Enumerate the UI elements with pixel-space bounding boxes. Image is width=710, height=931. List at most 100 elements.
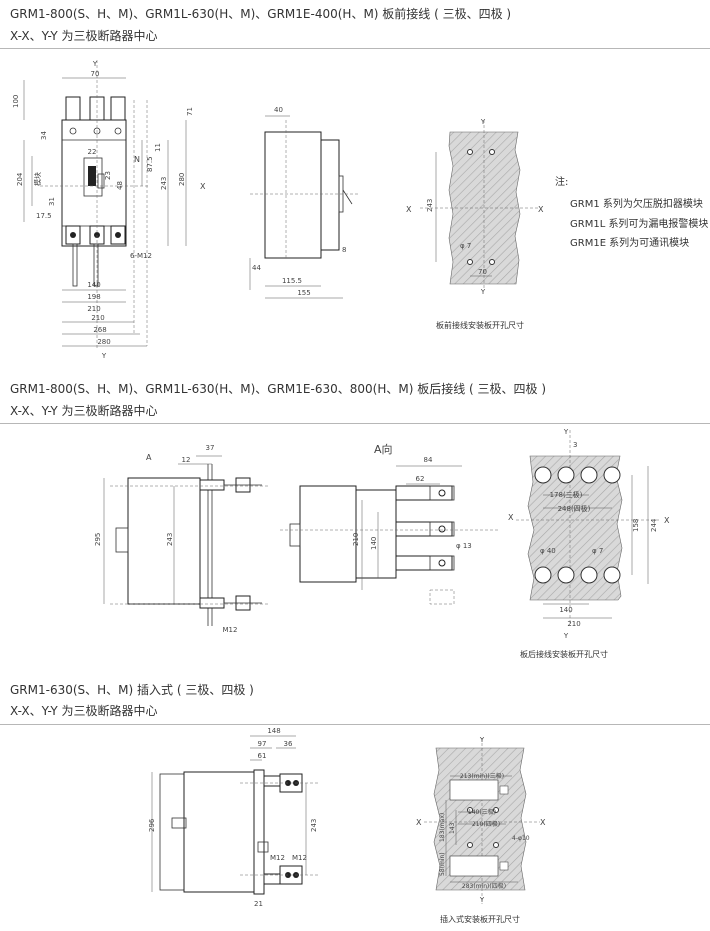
svg-text:178(三极): 178(三极) [550, 490, 583, 499]
s1-front-dims: Y 70 100 71 34 22 11 N 204 模块 23 48 87.5… [12, 60, 206, 360]
svg-text:148: 148 [267, 727, 280, 735]
section1-title: GRM1-800(S、H、M)、GRM1L-630(H、M)、GRM1E-400… [10, 7, 512, 21]
svg-text:N: N [134, 155, 140, 164]
svg-text:21: 21 [254, 900, 263, 908]
svg-text:143: 143 [449, 822, 456, 834]
svg-text:Y: Y [563, 632, 569, 640]
svg-text:板后接线安装板开孔尺寸: 板后接线安装板开孔尺寸 [520, 649, 608, 659]
svg-text:17.5: 17.5 [36, 212, 52, 220]
svg-text:70: 70 [478, 268, 487, 276]
svg-text:243: 243 [160, 177, 168, 190]
svg-text:Y: Y [480, 118, 486, 126]
section2-subtitle: X-X、Y-Y 为三极断路器中心 [10, 404, 158, 418]
svg-text:A: A [146, 453, 152, 462]
svg-text:GRM1L 系列可为漏电报警模块: GRM1L 系列可为漏电报警模块 [570, 217, 708, 230]
svg-text:模块: 模块 [33, 172, 42, 186]
svg-text:11: 11 [154, 143, 162, 152]
svg-text:φ 13: φ 13 [456, 542, 472, 550]
svg-text:40: 40 [274, 106, 283, 114]
svg-text:210: 210 [91, 314, 104, 322]
svg-text:X: X [664, 516, 670, 525]
svg-text:87.5: 87.5 [146, 156, 154, 172]
svg-text:204: 204 [16, 172, 24, 186]
svg-text:71: 71 [186, 107, 194, 116]
svg-text:61: 61 [258, 752, 267, 760]
section2-title: GRM1-800(S、H、M)、GRM1L-630(H、M)、GRM1E-630… [10, 382, 546, 396]
svg-text:34: 34 [40, 131, 48, 140]
svg-text:X: X [416, 818, 422, 827]
notes-block: 注: GRM1 系列为欠压脱扣器模块 GRM1L 系列可为漏电报警模块 GRM1… [555, 175, 708, 249]
svg-text:70: 70 [91, 70, 100, 78]
svg-text:296: 296 [148, 818, 156, 832]
svg-text:GRM1 系列为欠压脱扣器模块: GRM1 系列为欠压脱扣器模块 [570, 197, 703, 210]
svg-text:M12: M12 [270, 854, 285, 862]
svg-text:268: 268 [93, 326, 106, 334]
svg-text:φ 7: φ 7 [592, 547, 603, 555]
svg-text:243: 243 [310, 819, 318, 832]
svg-text:插入式安装板开孔尺寸: 插入式安装板开孔尺寸 [440, 914, 520, 924]
svg-text:280: 280 [97, 338, 110, 346]
svg-text:M12: M12 [292, 854, 307, 862]
svg-text:210: 210 [352, 533, 360, 546]
svg-text:Y: Y [479, 736, 485, 744]
svg-text:31: 31 [48, 197, 56, 206]
svg-text:23: 23 [104, 171, 112, 180]
s2-side-view: A 37 12 295 243 M12 [94, 444, 270, 634]
s1-side-view: 40 44 8 115.5 155 [249, 106, 360, 299]
svg-text:36: 36 [284, 740, 293, 748]
svg-text:155: 155 [297, 289, 310, 297]
svg-text:37: 37 [206, 444, 215, 452]
svg-text:X: X [508, 513, 514, 522]
svg-text:22: 22 [88, 148, 97, 156]
svg-text:210(四极): 210(四极) [472, 820, 500, 828]
s2-cutout: Y 3 178(三极) 248(四极) X X φ 40 φ 7 158 244… [508, 428, 670, 659]
svg-text:295: 295 [94, 533, 102, 546]
svg-text:X: X [406, 205, 412, 214]
section3-subtitle: X-X、Y-Y 为三极断路器中心 [10, 704, 158, 718]
svg-text:97: 97 [258, 740, 267, 748]
svg-text:140: 140 [370, 537, 378, 550]
svg-text:100: 100 [12, 95, 20, 108]
svg-text:48: 48 [116, 181, 124, 190]
svg-text:Y: Y [92, 60, 98, 68]
svg-text:280: 280 [178, 173, 186, 186]
svg-text:Y: Y [563, 428, 569, 436]
s2-a-view: A向 84 62 210 140 φ 13 [280, 442, 500, 605]
svg-text:140: 140 [559, 606, 572, 614]
svg-text:213(min)(三极): 213(min)(三极) [460, 772, 504, 780]
svg-text:244: 244 [650, 518, 658, 532]
section1-divider [0, 48, 710, 49]
svg-text:44: 44 [252, 264, 261, 272]
section1-subtitle: X-X、Y-Y 为三极断路器中心 [10, 29, 158, 43]
s3-cutout: Y 213(min)(三极) 140(三极) 210(四极) 143 183(m… [416, 736, 546, 924]
section2-divider [0, 423, 710, 424]
section3-title: GRM1-630(S、H、M) 插入式 ( 三极、四极 ) [10, 683, 254, 697]
svg-text:12: 12 [182, 456, 191, 464]
svg-text:X: X [540, 818, 546, 827]
svg-text:φ 40: φ 40 [540, 547, 556, 555]
svg-text:6-M12: 6-M12 [130, 252, 152, 260]
svg-text:248(四极): 248(四极) [558, 504, 591, 513]
svg-text:板前接线安装板开孔尺寸: 板前接线安装板开孔尺寸 [436, 320, 524, 330]
svg-text:M12: M12 [223, 626, 238, 634]
svg-text:4-φ10: 4-φ10 [512, 835, 530, 842]
svg-text:243: 243 [426, 199, 434, 212]
svg-text:注:: 注: [555, 175, 568, 188]
svg-text:158: 158 [632, 519, 640, 532]
svg-text:3: 3 [573, 441, 577, 449]
svg-text:84: 84 [424, 456, 433, 464]
s1-front-view [23, 60, 187, 350]
svg-text:58(min): 58(min) [439, 852, 446, 876]
svg-text:140(三极): 140(三极) [468, 808, 496, 816]
svg-text:140: 140 [87, 281, 100, 289]
svg-text:8: 8 [342, 246, 346, 254]
svg-text:283(min)(四极): 283(min)(四极) [462, 882, 506, 890]
svg-text:Y: Y [101, 352, 107, 360]
svg-text:115.5: 115.5 [282, 277, 302, 285]
svg-text:243: 243 [166, 533, 174, 546]
s3-side-view: 148 97 36 61 296 243 M12 M12 21 [148, 727, 320, 908]
svg-text:183(max): 183(max) [439, 813, 446, 842]
svg-text:198: 198 [87, 293, 100, 301]
svg-text:Y: Y [479, 896, 485, 904]
